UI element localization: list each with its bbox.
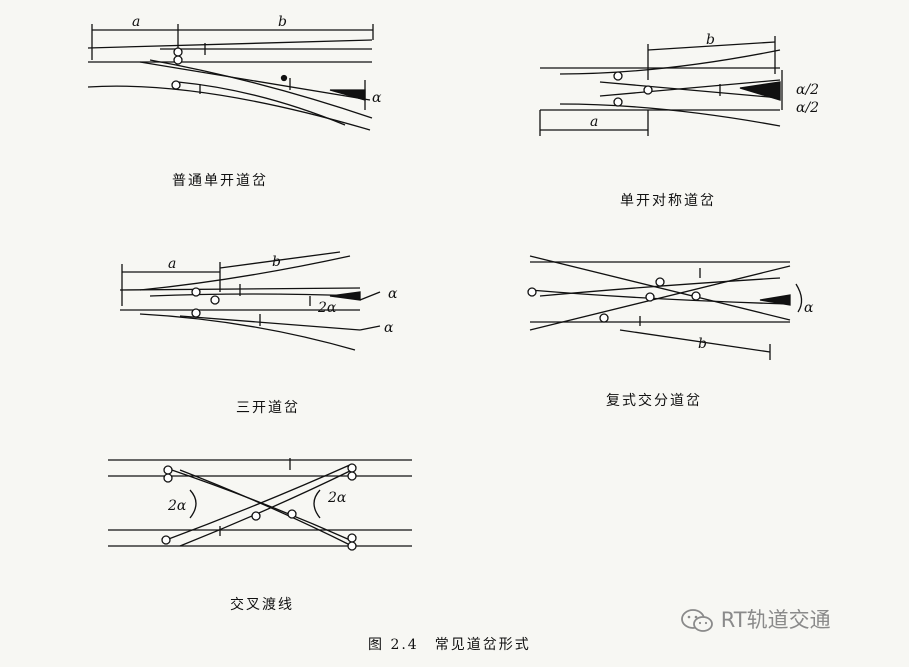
double-slip-label-alpha: α — [804, 300, 814, 316]
watermark: RT轨道交通 — [680, 604, 831, 634]
simple-label-a: a — [132, 14, 140, 30]
scissors-crossover-diagram — [108, 458, 412, 551]
double-slip-label-b: b — [698, 336, 707, 352]
symmetric-label-alpha-half-2: α/2 — [796, 100, 819, 116]
three-way-label-a: a — [168, 256, 176, 272]
three-way-turnout-diagram — [119, 251, 381, 351]
symmetric-turnout-diagram — [539, 36, 783, 136]
simple-label-b: b — [278, 14, 287, 30]
three-way-turnout-caption: 三开道岔 — [236, 400, 300, 416]
figure-caption: 图 2.4 常见道岔形式 — [368, 637, 531, 653]
symmetric-label-alpha-half-1: α/2 — [796, 82, 819, 98]
double-slip-turnout-diagram — [527, 255, 803, 360]
three-way-label-alpha-1: α — [388, 286, 398, 302]
simple-label-alpha: α — [372, 90, 382, 106]
double-slip-turnout-caption: 复式交分道岔 — [606, 393, 702, 409]
scissors-label-2alpha-right: 2α — [327, 490, 347, 506]
simple-turnout-diagram — [87, 24, 374, 131]
watermark-text: RT轨道交通 — [720, 608, 831, 632]
symmetric-label-a: a — [590, 114, 598, 130]
three-way-label-2alpha: 2α — [317, 300, 337, 316]
symmetric-label-b: b — [706, 32, 715, 48]
symmetric-turnout-caption: 单开对称道岔 — [620, 193, 716, 209]
three-way-label-alpha-2: α — [384, 320, 394, 336]
scissors-crossover-caption: 交叉渡线 — [230, 597, 294, 613]
scissors-label-2alpha-left: 2α — [167, 498, 187, 514]
three-way-label-b: b — [272, 254, 281, 270]
simple-turnout-caption: 普通单开道岔 — [172, 173, 268, 189]
wechat-icon — [681, 609, 713, 632]
